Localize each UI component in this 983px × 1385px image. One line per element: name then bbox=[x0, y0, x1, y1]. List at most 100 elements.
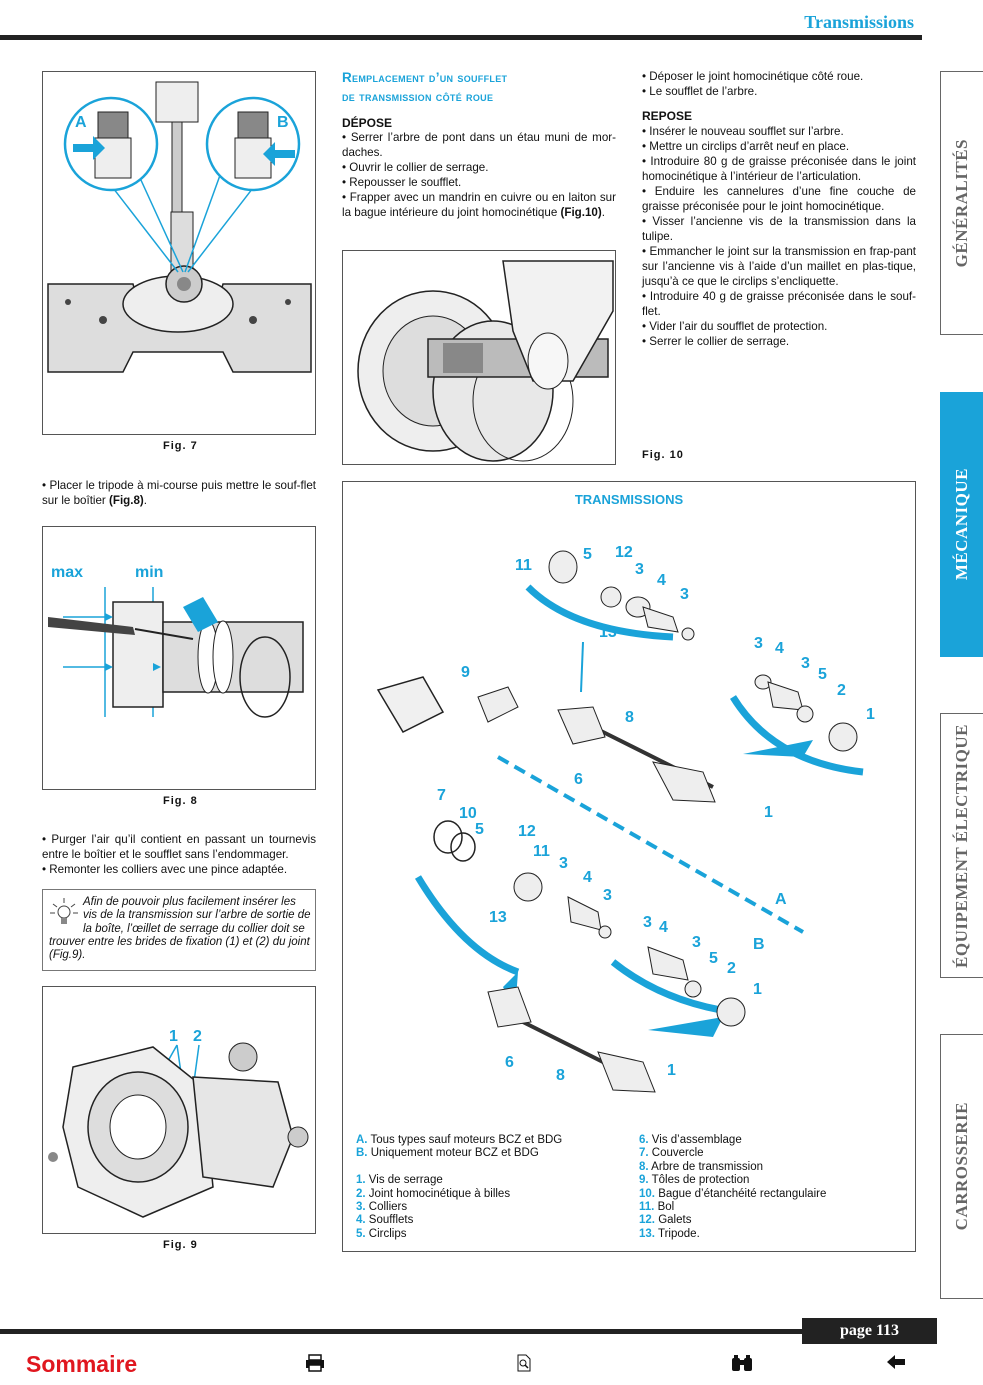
tip-note: Afin de pouvoir plus facilement insérer … bbox=[42, 889, 316, 971]
depose-ref: (Fig.10) bbox=[560, 206, 602, 219]
page-number: page 113 bbox=[802, 1318, 937, 1344]
svg-text:5: 5 bbox=[583, 546, 592, 563]
svg-text:7: 7 bbox=[437, 787, 446, 804]
legend-item-5: 5. Circlips bbox=[356, 1228, 626, 1241]
svg-text:3: 3 bbox=[559, 855, 568, 872]
repose-step-7: • Introduire 40 g de graisse préconisée … bbox=[642, 290, 916, 318]
svg-text:2: 2 bbox=[727, 960, 736, 977]
depose-step-3: • Repousser le soufflet. bbox=[342, 176, 462, 189]
depose-step-1: • Serrer l’arbre de pont dans un étau mu… bbox=[342, 131, 616, 159]
tab-label: GÉNÉRALITÉS bbox=[952, 138, 971, 268]
diagram-title: TRANSMISSIONS bbox=[574, 492, 684, 507]
back-arrow-icon[interactable] bbox=[886, 1354, 906, 1375]
legend-item-4: 4. Soufflets bbox=[356, 1214, 626, 1227]
zoom-icon[interactable] bbox=[516, 1354, 532, 1377]
svg-text:4: 4 bbox=[583, 869, 592, 886]
variant-letter-a: A bbox=[775, 891, 787, 908]
svg-text:3: 3 bbox=[692, 934, 701, 951]
legend-text: Couvercle bbox=[651, 1147, 704, 1160]
binoculars-icon[interactable] bbox=[730, 1354, 754, 1377]
legend-right: 6. Vis d’assemblage 7. Couvercle 8. Arbr… bbox=[639, 1134, 911, 1241]
svg-text:3: 3 bbox=[643, 914, 652, 931]
legend-item-12: 12. Galets bbox=[639, 1214, 911, 1227]
legend-left: A. Tous types sauf moteurs BCZ et BDG B.… bbox=[356, 1134, 626, 1241]
legend-num: 10. bbox=[639, 1187, 655, 1200]
svg-text:5: 5 bbox=[709, 950, 718, 967]
legend-num: 12. bbox=[639, 1214, 655, 1227]
svg-text:12: 12 bbox=[518, 823, 536, 840]
figure-9-drawing: 1 2 bbox=[48, 1028, 309, 1218]
tab-generalites[interactable]: GÉNÉRALITÉS bbox=[940, 71, 983, 335]
svg-text:1: 1 bbox=[753, 981, 762, 998]
p1-end: . bbox=[143, 494, 148, 507]
legend-num: 8. bbox=[639, 1160, 649, 1173]
figure-9: 1 2 bbox=[42, 986, 316, 1234]
tip-note-text: Afin de pouvoir plus facilement insérer … bbox=[49, 896, 311, 962]
repose-heading: REPOSE bbox=[642, 109, 693, 123]
legend-text: Bague d’étanchéité rectangulaire bbox=[658, 1187, 827, 1200]
legend-spacer bbox=[356, 1161, 626, 1174]
svg-text:12: 12 bbox=[615, 544, 633, 561]
svg-text:11: 11 bbox=[515, 557, 532, 574]
svg-text:10: 10 bbox=[459, 805, 477, 822]
legend-num: 2. bbox=[356, 1187, 366, 1200]
header-rule bbox=[0, 35, 922, 40]
p1-text: • Placer le tripode à mi-course puis met… bbox=[42, 479, 316, 507]
legend-text: Bol bbox=[657, 1201, 675, 1214]
variant-letter-b: B bbox=[753, 936, 765, 953]
fig7-label-a: A bbox=[75, 114, 87, 131]
legend-item-8: 8. Arbre de transmission bbox=[639, 1161, 911, 1174]
legend-num: 4. bbox=[356, 1214, 366, 1227]
svg-text:11: 11 bbox=[533, 843, 550, 860]
legend-item-9: 9. Tôles de protection bbox=[639, 1174, 911, 1187]
section-title-line-1: Remplacement d’un soufflet bbox=[342, 70, 508, 85]
tab-mecanique[interactable]: MÉCANIQUE bbox=[940, 392, 983, 657]
legend-text: Joint homocinétique à billes bbox=[368, 1187, 511, 1200]
legend-num: 6. bbox=[639, 1134, 649, 1146]
repose-step-6: • Emmancher le joint sur la transmission… bbox=[642, 245, 916, 288]
p1-ref: (Fig.8) bbox=[109, 494, 144, 507]
legend-num: 13. bbox=[639, 1227, 655, 1240]
transmissions-diagram: TRANSMISSIONS bbox=[342, 481, 916, 1252]
repose-step-5: • Visser l’ancienne vis de la transmissi… bbox=[642, 215, 916, 243]
legend-item-7: 7. Couvercle bbox=[639, 1147, 911, 1160]
legend-text: Tous types sauf moteurs BCZ et BDG bbox=[370, 1134, 563, 1146]
tab-carrosserie[interactable]: CARROSSERIE bbox=[940, 1034, 983, 1299]
legend-item-10: 10. Bague d’étanchéité rectangulaire bbox=[639, 1188, 911, 1201]
footer-rule bbox=[0, 1329, 937, 1334]
repose-step-8: • Vider l’air du soufflet de protection. bbox=[642, 320, 828, 333]
legend-item-1: 1. Vis de serrage bbox=[356, 1174, 626, 1187]
repose-step-3: • Introduire 80 g de graisse préconisée … bbox=[642, 155, 916, 183]
tab-equipement-electrique[interactable]: ÉQUIPEMENT ÉLECTRIQUE bbox=[940, 713, 983, 978]
fig9-label-2: 2 bbox=[193, 1028, 202, 1045]
legend-num: 7. bbox=[639, 1147, 649, 1160]
fig7-label-b: B bbox=[277, 114, 289, 131]
depose-heading: DÉPOSE bbox=[342, 116, 393, 130]
printer-icon[interactable] bbox=[305, 1354, 325, 1377]
svg-text:1: 1 bbox=[667, 1062, 676, 1079]
svg-text:5: 5 bbox=[818, 666, 827, 683]
fig8-label-max: max bbox=[51, 564, 83, 581]
svg-text:8: 8 bbox=[556, 1067, 565, 1084]
legend-num: B. bbox=[356, 1147, 368, 1160]
legend-item-11: 11. Bol bbox=[639, 1201, 911, 1214]
repose-step-4: • Enduire les cannelures d’une fine couc… bbox=[642, 185, 916, 213]
svg-text:4: 4 bbox=[657, 572, 666, 589]
sommaire-link[interactable]: Sommaire bbox=[26, 1351, 138, 1377]
figure-10-drawing bbox=[357, 260, 614, 462]
fig9-caption: Fig. 9 bbox=[163, 1239, 198, 1251]
repose-step-2: • Mettre un circlips d’arrêt neuf en pla… bbox=[642, 140, 850, 153]
legend-num: A. bbox=[356, 1134, 368, 1146]
legend-item-a: A. Tous types sauf moteurs BCZ et BDG bbox=[356, 1134, 626, 1147]
depose-cont-2: • Le soufflet de l’arbre. bbox=[642, 85, 758, 98]
fig8-caption: Fig. 8 bbox=[163, 795, 198, 807]
legend-text: Uniquement moteur BCZ et BDG bbox=[370, 1147, 539, 1160]
legend-text: Colliers bbox=[368, 1201, 408, 1214]
legend-num: 1. bbox=[356, 1174, 366, 1187]
legend-num: 3. bbox=[356, 1201, 366, 1214]
legend-text: Tripode. bbox=[658, 1227, 700, 1240]
depose-end: . bbox=[601, 206, 605, 219]
section-title-line-2: de transmission côté roue bbox=[342, 89, 494, 104]
legend-text: Galets bbox=[658, 1214, 692, 1227]
